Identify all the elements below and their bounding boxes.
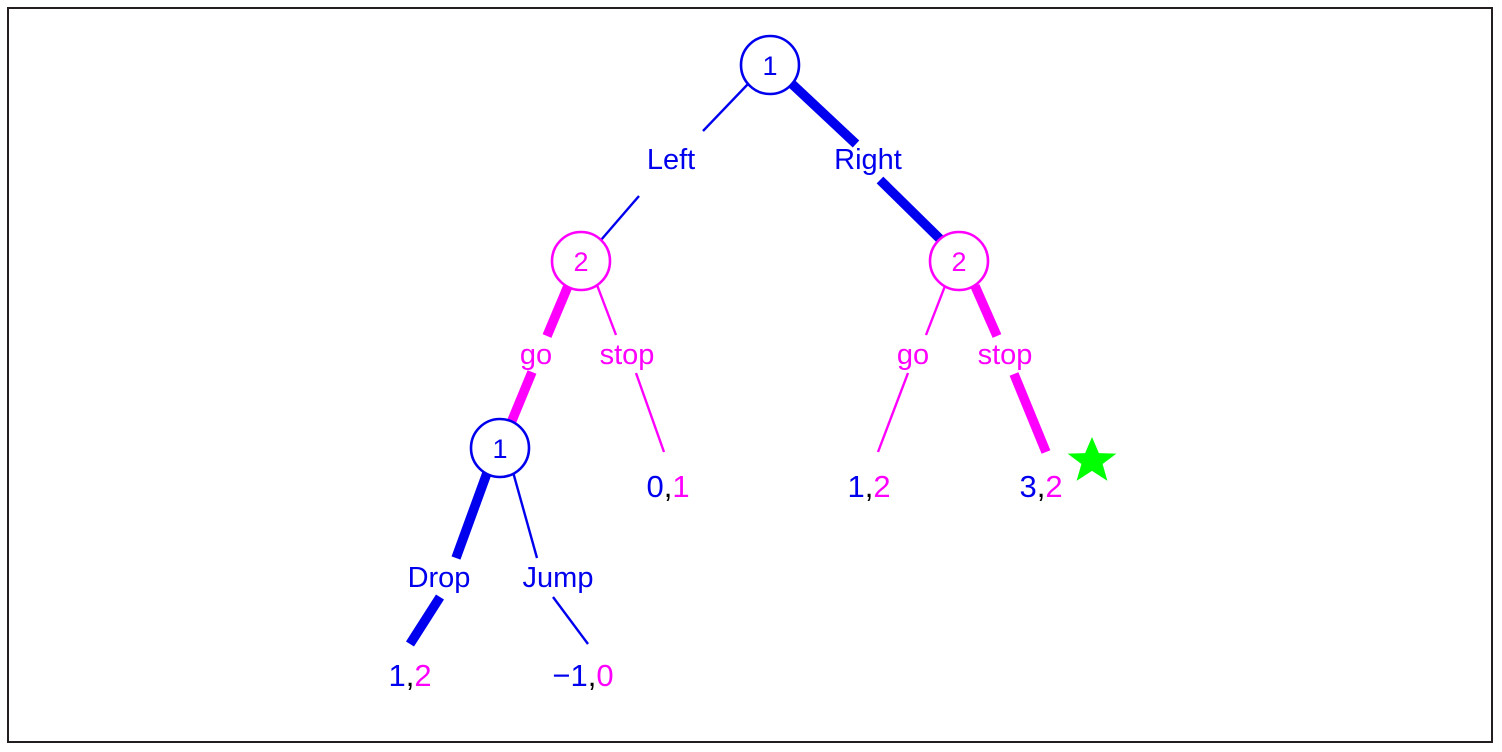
terminal-payoff-minus1-0: −1,0 (552, 658, 613, 693)
node-bottom-left-player1[interactable]: 1 (469, 417, 531, 479)
equilibrium-star-icon (1067, 437, 1117, 481)
edge-right-lower-segment (876, 176, 945, 244)
node-left-label: 2 (573, 247, 588, 277)
terminal-payoff-0-1: 0,1 (646, 469, 689, 504)
node-bottom-left-circle (469, 417, 531, 479)
edge-label-left: Left (647, 144, 695, 176)
edge-jump-lower-segment (552, 596, 589, 645)
payoff-p1-value: 3 (1019, 469, 1036, 504)
edge-stop-right-lower-segment (1009, 372, 1051, 454)
payoff-p2-value: 1 (672, 469, 689, 504)
terminal-payoff-1-2-left: 1,2 (388, 658, 431, 693)
edge-right-upper-segment (788, 80, 860, 148)
edge-stop-left-lower-segment (634, 372, 666, 453)
payoff-p2-value: 2 (414, 658, 431, 693)
edge-right[interactable]: Right (788, 80, 945, 244)
payoff-pair-minus1-0: −1,0 (552, 658, 613, 693)
edge-drop[interactable]: Drop (405, 471, 492, 647)
edge-stop-left-upper-segment (595, 284, 618, 336)
payoff-separator: , (406, 658, 415, 693)
payoff-p1-value: 1 (847, 469, 864, 504)
edge-go-left-lower-segment (506, 370, 537, 425)
node-root-circle (739, 34, 801, 96)
edge-stop-right-upper-segment (970, 284, 1002, 338)
edge-drop-lower-segment (405, 594, 445, 647)
star-shape (1067, 437, 1117, 481)
edge-go-right-lower-segment (876, 372, 910, 453)
payoff-separator: , (588, 658, 597, 693)
diagram-canvas-frame (7, 7, 1493, 743)
node-right-player2[interactable]: 2 (928, 230, 990, 292)
edge-stop-left[interactable]: stop (595, 284, 666, 453)
terminal-payoff-1-2-right: 1,2 (847, 469, 890, 504)
edge-stop-right[interactable]: stop (970, 284, 1051, 454)
node-right-label: 2 (951, 247, 966, 277)
node-left-player2[interactable]: 2 (550, 230, 612, 292)
edge-drop-upper-segment (451, 471, 492, 560)
node-left-circle (550, 230, 612, 292)
payoff-p1-value: 0 (646, 469, 663, 504)
terminal-payoff-3-2: 3,2 (1019, 469, 1062, 504)
node-right-circle (928, 230, 990, 292)
edge-label-go-left: go (520, 339, 552, 371)
edge-label-stop-right: stop (978, 339, 1033, 371)
payoff-p1-value: 1 (388, 658, 405, 693)
payoff-separator: , (865, 469, 874, 504)
payoff-pair-1-2-left: 1,2 (388, 658, 431, 693)
payoff-pair-0-1: 0,1 (646, 469, 689, 504)
payoff-p1-value: −1 (552, 658, 587, 693)
payoff-pair-3-2: 3,2 (1019, 469, 1062, 504)
edge-label-go-right: go (897, 339, 929, 371)
edge-label-stop-left: stop (600, 339, 655, 371)
edge-left-upper-segment (702, 83, 749, 132)
payoff-p2-value: 0 (596, 658, 613, 693)
payoff-p2-value: 2 (873, 469, 890, 504)
edge-go-right[interactable]: go (876, 285, 947, 453)
edge-left[interactable]: Left (600, 83, 749, 241)
edge-go-right-upper-segment (924, 285, 947, 336)
node-bottom-left-label: 1 (492, 434, 507, 464)
edge-jump-upper-segment (511, 471, 539, 559)
node-root-label: 1 (762, 51, 777, 81)
edge-label-right: Right (834, 144, 902, 176)
node-root-player1[interactable]: 1 (739, 34, 801, 96)
edge-label-jump: Jump (523, 562, 594, 594)
payoff-separator: , (1037, 469, 1046, 504)
edge-go-left-upper-segment (542, 284, 573, 338)
edge-left-lower-segment (600, 195, 640, 241)
edge-label-drop: Drop (408, 562, 471, 594)
edge-jump[interactable]: Jump (511, 471, 594, 645)
payoff-pair-1-2-right: 1,2 (847, 469, 890, 504)
edge-go-left[interactable]: go (506, 284, 573, 425)
payoff-p2-value: 2 (1045, 469, 1062, 504)
payoff-separator: , (664, 469, 673, 504)
